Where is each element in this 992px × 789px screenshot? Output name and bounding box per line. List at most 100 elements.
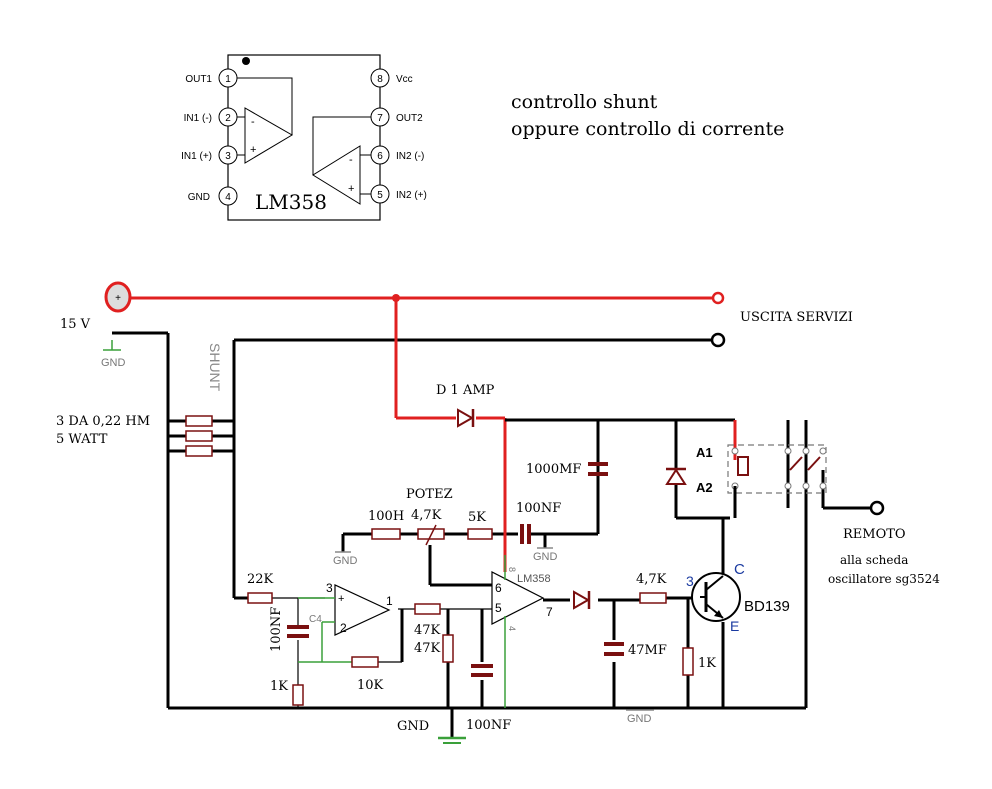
capacitor-47mf: [604, 642, 624, 656]
pin-label-in2-neg: IN2 (-): [396, 151, 424, 162]
pin-6-number: 6: [377, 151, 383, 162]
gnd-symbol-left: [103, 340, 121, 351]
lm358-pinout: 1 2 3 4 8 7 6 5 OUT1 IN1 (-) IN1 (+) GND…: [181, 54, 427, 221]
pin-2-number: 2: [225, 113, 231, 124]
opamp-1: [298, 584, 391, 663]
opamp-2: [491, 555, 545, 708]
resistor-22k: [247, 592, 273, 604]
note-line-1: controllo shunt: [511, 91, 658, 113]
supply-terminal: +: [104, 281, 132, 313]
resistor-10k: [351, 656, 379, 668]
label-r1k-left: 1K: [270, 679, 288, 694]
pinout-chip-name: LM358: [255, 190, 327, 214]
label-remoto-2: alla scheda: [840, 553, 908, 567]
label-opamp1-pin1: 1: [386, 594, 393, 608]
gnd-symbol-bottom: [438, 736, 466, 744]
resistor-5k: [467, 528, 493, 540]
label-c100nf: 100NF: [516, 501, 561, 516]
label-r1k-right: 1K: [698, 656, 716, 671]
resistor-47k-1: [414, 603, 441, 615]
main-wires: [112, 331, 872, 738]
label-c100nf-bottom: 100NF: [466, 718, 511, 733]
pin-label-vcc: Vcc: [396, 74, 413, 85]
label-opamp1-plus: +: [338, 593, 344, 605]
label-lm358: LM358: [517, 573, 551, 585]
pin-label-gnd: GND: [188, 192, 210, 203]
opamp1-plus: +: [250, 144, 256, 156]
label-shunt-spec-2: 5 WATT: [56, 432, 108, 447]
pin-3-number: 3: [225, 151, 231, 162]
label-diode: D 1 AMP: [436, 383, 495, 398]
pin-label-in1-pos: IN1 (+): [181, 151, 212, 162]
label-tr-e: E: [730, 618, 739, 634]
label-uscita-servizi: USCITA SERVIZI: [740, 310, 853, 325]
label-pin7: 7: [546, 605, 553, 619]
label-15v: 15 V: [60, 317, 91, 332]
label-potez: POTEZ: [406, 487, 453, 502]
label-gnd-top: GND: [101, 357, 126, 369]
label-r22k: 22K: [247, 572, 274, 587]
label-bd139: BD139: [744, 598, 790, 615]
label-cap-47mf: 47MF: [628, 643, 667, 658]
label-r47k-2: 47K: [414, 641, 441, 656]
supply-red-line: [124, 291, 737, 572]
pin-7-number: 7: [377, 113, 383, 124]
label-gnd-pot: GND: [333, 555, 358, 567]
label-pin4: 4: [507, 626, 517, 631]
opamp2-plus: +: [348, 183, 354, 195]
label-gnd-bottom: GND: [397, 719, 429, 734]
pin-8-number: 8: [377, 74, 383, 85]
label-gnd-right: GND: [627, 713, 652, 725]
pin-4-number: 4: [225, 192, 231, 203]
label-gnd-cap: GND: [533, 551, 558, 563]
capacitor-100nf-top: [520, 524, 531, 544]
svg-text:+: +: [115, 293, 121, 304]
resistor-1k-right: [682, 647, 694, 676]
resistor-47k-2: [442, 634, 454, 663]
label-a1: A1: [696, 445, 713, 460]
pin-label-in1-neg: IN1 (-): [184, 113, 212, 124]
label-c4: C4: [309, 614, 322, 625]
opamp1-minus: -: [251, 116, 255, 128]
pin-label-in2-pos: IN2 (+): [396, 190, 427, 201]
relay: [727, 444, 827, 518]
label-r47k-base: 4,7K: [636, 572, 667, 587]
label-remoto-3: oscillatore sg3524: [828, 572, 940, 586]
label-shunt: SHUNT: [207, 343, 223, 392]
label-r5k: 5K: [468, 510, 486, 525]
label-pin8: 8: [507, 567, 517, 572]
label-c100nf-left: 100NF: [269, 607, 284, 652]
label-cap-1000mf: 1000MF: [526, 462, 581, 477]
resistor-100h: [371, 528, 401, 540]
capacitor-c4: [287, 625, 309, 638]
label-pot47: 4,7K: [411, 508, 442, 523]
label-r100h: 100H: [368, 509, 404, 524]
uscita-negative-terminal: [710, 332, 726, 348]
label-tr-c: C: [734, 561, 745, 578]
opamp2-minus: -: [349, 154, 353, 166]
label-tr-b: 3: [686, 573, 694, 589]
flyback-diode: [665, 467, 687, 485]
capacitor-1000mf: [588, 462, 608, 476]
pin-label-out1: OUT1: [185, 74, 212, 85]
resistor-1k-left: [292, 684, 304, 706]
shunt-resistors: [185, 415, 213, 457]
remoto-terminal: [869, 500, 885, 516]
label-remoto: REMOTO: [843, 527, 906, 542]
label-opamp1-pin2: 2: [340, 621, 347, 635]
label-shunt-spec-1: 3 DA 0,22 HM: [56, 414, 150, 429]
capacitor-100nf-bottom: [471, 664, 493, 677]
uscita-positive-terminal: [711, 291, 725, 305]
label-a2: A2: [696, 480, 713, 495]
transistor-bd139: [691, 572, 741, 622]
label-r47k-1: 47K: [414, 623, 441, 638]
pin-1-number: 1: [225, 74, 231, 85]
pin-label-out2: OUT2: [396, 113, 423, 124]
diode-d1: [457, 408, 475, 428]
diode-output: [573, 590, 591, 610]
label-pin6: 6: [495, 581, 502, 595]
resistor-4k7-base: [639, 592, 667, 604]
label-opamp1-pin3: 3: [326, 581, 333, 595]
label-r10k: 10K: [357, 678, 384, 693]
